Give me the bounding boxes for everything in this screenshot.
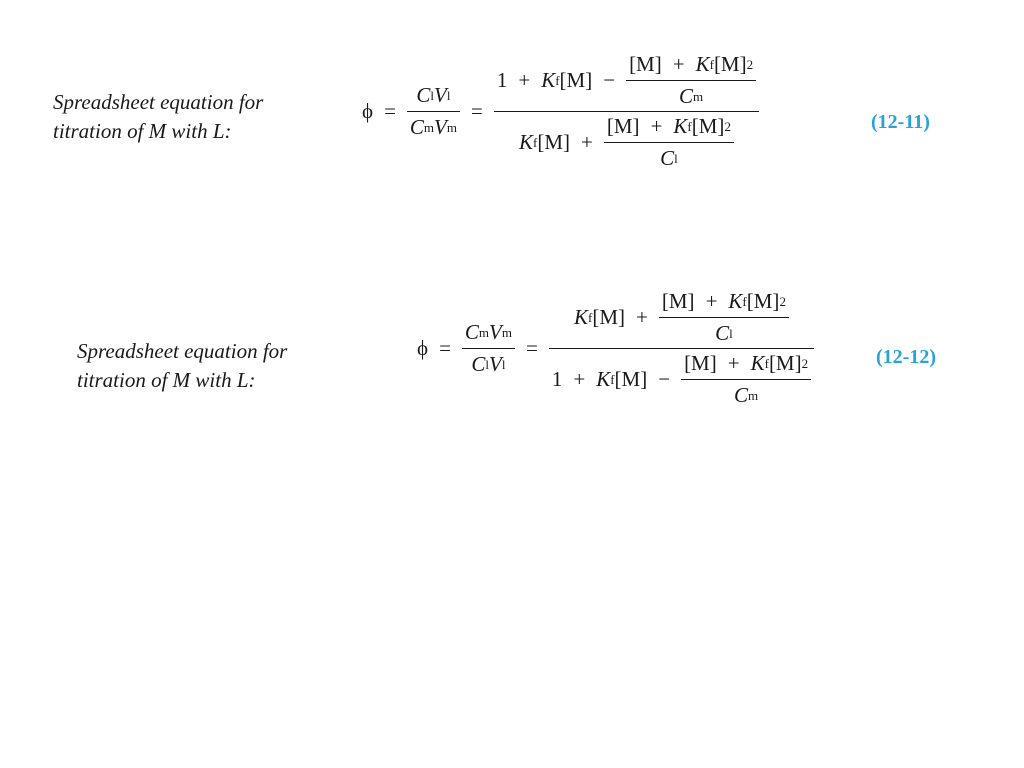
caption-line: titration of M with L: xyxy=(77,368,256,392)
equation-caption-2: Spreadsheet equation for titration of M … xyxy=(77,337,287,395)
equation-number-12-12: (12-12) xyxy=(876,346,936,368)
equals-sign: = xyxy=(471,99,483,123)
fraction-bar xyxy=(461,348,515,349)
fraction-bar xyxy=(406,111,460,112)
caption-line: Spreadsheet equation for xyxy=(77,339,288,363)
main-fraction-bar xyxy=(548,348,815,349)
caption-line: titration of M with L: xyxy=(53,119,232,143)
equation-caption-1: Spreadsheet equation for titration of M … xyxy=(53,88,263,146)
phi-symbol: ϕ xyxy=(417,336,429,360)
equals-sign: = xyxy=(439,336,451,360)
equals-sign: = xyxy=(526,336,538,360)
equals-sign: = xyxy=(384,99,396,123)
caption-line: Spreadsheet equation for xyxy=(53,90,264,114)
equation-number-12-11: (12-11) xyxy=(871,111,930,133)
main-fraction-bar xyxy=(493,111,760,112)
phi-symbol: ϕ xyxy=(362,99,374,123)
